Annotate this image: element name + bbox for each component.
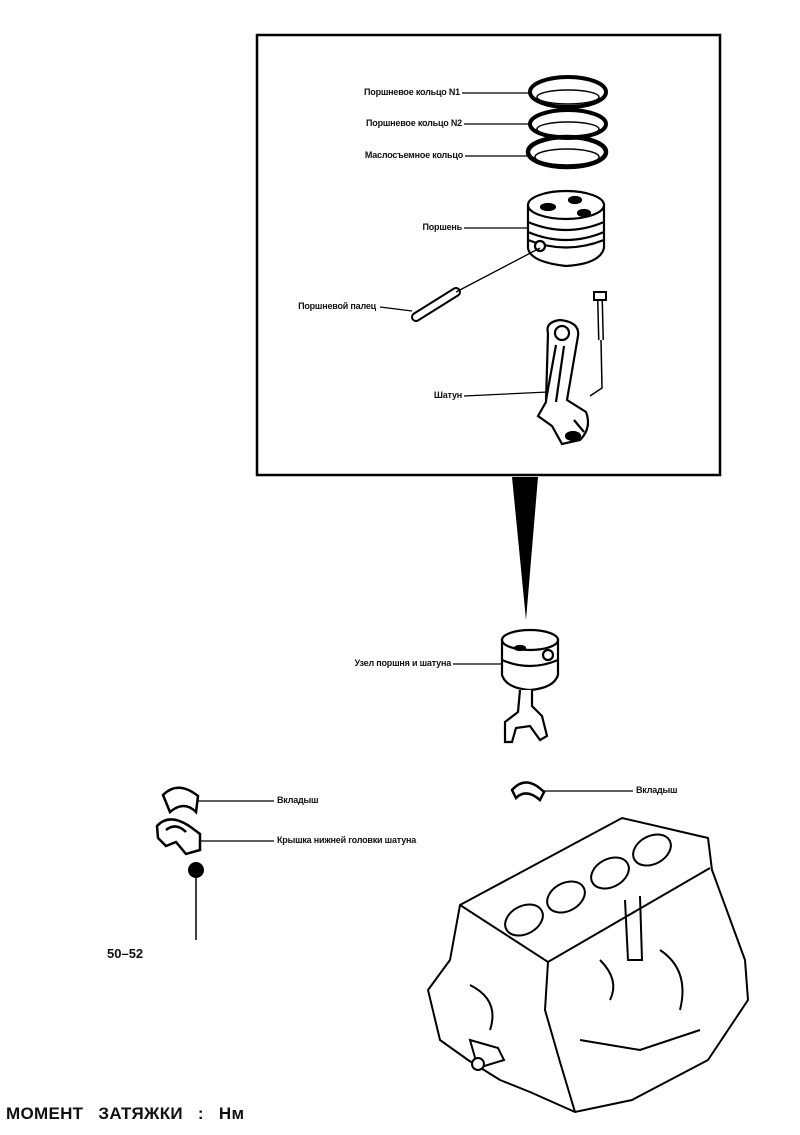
label-bearing-right: Вкладыш xyxy=(636,785,678,795)
piston-rod-assembly xyxy=(453,628,560,744)
label-piston-pin: Поршневой палец xyxy=(298,301,376,311)
label-rod-cap: Крышка нижней головки шатуна xyxy=(277,835,417,845)
cap-nut xyxy=(188,862,204,940)
bearing-shell-left xyxy=(161,786,274,815)
torque-value: 50–52 xyxy=(107,946,144,961)
piston-ring-2 xyxy=(528,108,608,140)
label-connecting-rod: Шатун xyxy=(433,390,462,400)
piston-ring-1 xyxy=(528,75,608,109)
torque-footer: МОМЕНТ ЗАТЯЖКИ : Нм xyxy=(6,1104,245,1123)
leader-lines xyxy=(379,92,549,397)
bearing-shell-right xyxy=(510,781,633,802)
label-oil-ring: Маслосъемное кольцо xyxy=(364,150,463,160)
piston xyxy=(526,189,606,268)
rod-bolt xyxy=(589,291,607,397)
zoom-wedge xyxy=(512,477,538,620)
label-piston-ring-2: Поршневое кольцо N2 xyxy=(366,118,462,128)
piston-pin xyxy=(411,247,541,322)
label-piston-rod-assembly: Узел поршня и шатуна xyxy=(354,658,452,668)
detail-frame xyxy=(255,33,722,477)
connecting-rod xyxy=(536,318,590,446)
label-bearing-left: Вкладыш xyxy=(277,795,319,805)
engine-block xyxy=(426,816,750,1114)
label-piston-ring-1: Поршневое кольцо N1 xyxy=(364,87,460,97)
rod-cap xyxy=(155,818,274,856)
oil-ring xyxy=(525,134,609,170)
label-piston: Поршень xyxy=(422,222,462,232)
